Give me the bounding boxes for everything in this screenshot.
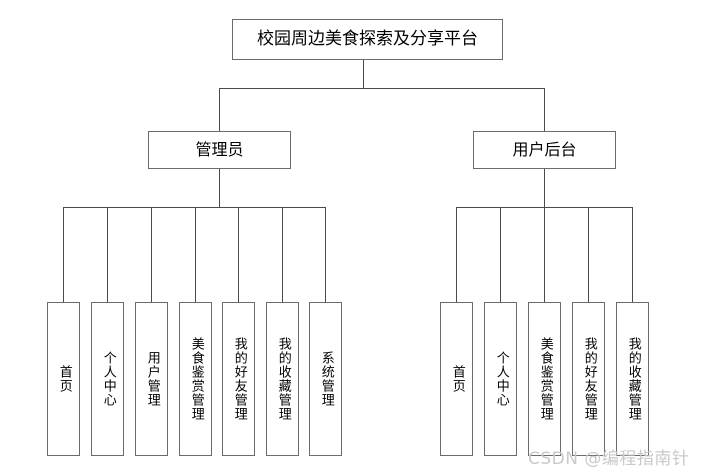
- leaf-node-admin-5-label: 我的收藏管理: [275, 337, 291, 421]
- leaf-node-admin-0-label: 首页: [56, 365, 72, 393]
- connector-admin-leaf-5-drop: [282, 207, 283, 302]
- leaf-node-admin-4[interactable]: 我的好友管理: [222, 302, 255, 456]
- leaf-node-admin-6[interactable]: 系统管理: [309, 302, 342, 456]
- connector-admin-leaf-3-drop: [195, 207, 196, 302]
- connector-user-leaf-4-drop: [632, 207, 633, 302]
- leaf-node-user-0[interactable]: 首页: [440, 302, 473, 456]
- leaf-node-user-4[interactable]: 我的收藏管理: [616, 302, 649, 456]
- connector-user-leaf-0-drop: [456, 207, 457, 302]
- connector-admin-leaf-6-drop: [325, 207, 326, 302]
- leaf-node-user-0-label: 首页: [449, 365, 465, 393]
- connector-root-stem: [363, 60, 364, 88]
- connector-admin-stem: [219, 169, 220, 207]
- leaf-node-user-4-label: 我的收藏管理: [625, 337, 641, 421]
- connector-admin-leaf-2-drop: [151, 207, 152, 302]
- leaf-node-admin-4-label: 我的好友管理: [231, 337, 247, 421]
- connector-user-leaf-2-drop: [544, 207, 545, 302]
- connector-admin-leaf-0-drop: [63, 207, 64, 302]
- watermark-text: CSDN @编程指南针: [528, 449, 690, 469]
- leaf-node-admin-3-label: 美食鉴赏管理: [188, 337, 204, 421]
- root-node[interactable]: 校园周边美食探索及分享平台: [232, 19, 503, 60]
- connector-branch-1-drop: [544, 88, 545, 131]
- leaf-node-admin-2[interactable]: 用户管理: [135, 302, 168, 456]
- branch-node-admin-label: 管理员: [195, 140, 244, 160]
- connector-root-bus: [219, 88, 544, 89]
- branch-node-user-label: 用户后台: [512, 140, 577, 160]
- leaf-node-admin-1-label: 个人中心: [100, 351, 116, 407]
- leaf-node-user-1[interactable]: 个人中心: [484, 302, 517, 456]
- connector-user-leaf-1-drop: [500, 207, 501, 302]
- connector-admin-bus: [63, 207, 326, 208]
- connector-admin-leaf-1-drop: [107, 207, 108, 302]
- leaf-node-admin-1[interactable]: 个人中心: [91, 302, 124, 456]
- connector-branch-0-drop: [219, 88, 220, 131]
- leaf-node-user-2[interactable]: 美食鉴赏管理: [528, 302, 561, 456]
- leaf-node-admin-6-label: 系统管理: [318, 351, 334, 407]
- connector-user-stem: [544, 169, 545, 207]
- connector-admin-leaf-4-drop: [238, 207, 239, 302]
- leaf-node-admin-3[interactable]: 美食鉴赏管理: [179, 302, 212, 456]
- leaf-node-admin-2-label: 用户管理: [144, 351, 160, 407]
- leaf-node-user-3-label: 我的好友管理: [581, 337, 597, 421]
- connector-user-leaf-3-drop: [588, 207, 589, 302]
- leaf-node-admin-5[interactable]: 我的收藏管理: [266, 302, 299, 456]
- leaf-node-user-3[interactable]: 我的好友管理: [572, 302, 605, 456]
- leaf-node-admin-0[interactable]: 首页: [47, 302, 80, 456]
- leaf-node-user-1-label: 个人中心: [493, 351, 509, 407]
- root-node-label: 校园周边美食探索及分享平台: [257, 29, 478, 50]
- branch-node-user[interactable]: 用户后台: [473, 131, 616, 169]
- branch-node-admin[interactable]: 管理员: [148, 131, 291, 169]
- leaf-node-user-2-label: 美食鉴赏管理: [537, 337, 553, 421]
